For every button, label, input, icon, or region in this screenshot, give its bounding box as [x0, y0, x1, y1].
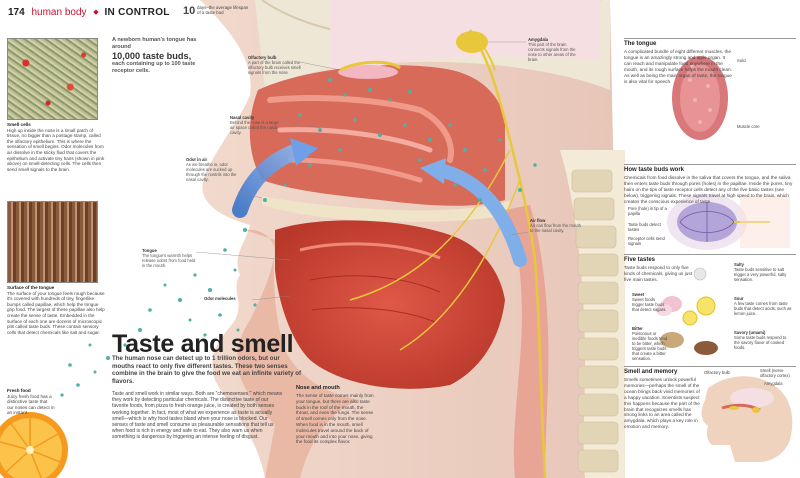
intro-callout: A newborn human's tongue has around 10,0… — [112, 37, 212, 75]
label-odor-in-air: Odor in air As we breathe in, odor molec… — [186, 157, 238, 182]
taste-savory: Savory (umami) Some taste buds respond t… — [734, 330, 792, 350]
divider — [624, 164, 796, 165]
label-amygdala-text: This part of the brain connects signals … — [528, 42, 576, 62]
label-pore: Pore (hole) in tip of a papilla — [628, 206, 667, 216]
fresh-food-title: Fresh food — [7, 388, 31, 393]
taste-savory-name: Savory (umami) — [734, 330, 766, 335]
smell-cells-text: High up inside the nose is a small patch… — [7, 127, 105, 172]
label-odor-molecules: Odor molecules — [204, 296, 254, 301]
tongue-panel-text: A complicated bundle of eight different … — [624, 49, 732, 84]
taste-sweet: Sweet Sweet foods trigger taste buds tha… — [632, 292, 668, 312]
label-tongue-text: The tongue's warmth helps release odors … — [142, 253, 196, 268]
tongue-surface-title: Surface of the tongue — [7, 285, 55, 290]
chapter-label: IN CONTROL — [104, 7, 170, 18]
label-olfactory-bulb: Olfactory bulb A part of the brain calle… — [248, 55, 302, 75]
tongue-surface-text: The surface of your tongue feels rough b… — [7, 290, 105, 335]
smell-cells-caption: Smell cells High up inside the nose is a… — [7, 122, 107, 172]
five-tastes-text: Taste buds respond to only five kinds of… — [624, 265, 692, 282]
nose-mouth-title: Nose and mouth — [296, 385, 340, 391]
label-nasal-cavity: Nasal cavity Behind the nose is a large … — [230, 115, 282, 135]
taste-bitter-text: Poisonous or inedible foods tend to be b… — [632, 331, 668, 361]
label-olfactory-bulb-small: Olfactory bulb — [704, 370, 730, 375]
taste-salty-name: Salty — [734, 262, 745, 267]
bullet-icon: ◆ — [93, 9, 99, 16]
divider — [624, 38, 796, 39]
smell-memory-title: Smell and memory — [624, 369, 678, 375]
five-tastes-panel: Five tastes Taste buds respond to only f… — [624, 257, 694, 283]
taste-buds-panel: How taste buds work Chemicals from food … — [624, 167, 796, 205]
intro-highlight: 10,000 taste buds, — [112, 50, 192, 61]
taste-buds-title: How taste buds work — [624, 167, 685, 173]
label-odor-in-air-title: Odor in air — [186, 157, 208, 162]
taste-buds-text: Chemicals from food dissolve in the sali… — [624, 175, 793, 204]
label-amygdala: Amygdala This part of the brain connects… — [528, 37, 584, 62]
intro-tail: each containing up to 100 taste receptor… — [112, 61, 196, 75]
tongue-panel: The tongue A complicated bundle of eight… — [624, 41, 732, 84]
label-amygdala-small: Amygdala — [764, 381, 783, 386]
label-air-flow: Air flow Air can flow from the mouth to … — [530, 218, 584, 233]
smell-cells-title: Smell cells — [7, 122, 31, 127]
deck-text: The human nose can detect up to 1 trilli… — [112, 355, 302, 385]
taste-savory-text: Some taste buds respond to the savory fl… — [734, 335, 787, 350]
label-sulci: Sulci — [737, 58, 747, 63]
label-odor-in-air-text: As we breathe in, odor molecules are suc… — [186, 162, 237, 182]
tongue-panel-title: The tongue — [624, 41, 657, 47]
taste-salty: Salty Taste buds sensitive to salt trigg… — [734, 262, 792, 282]
tongue-surface-photo — [7, 201, 98, 283]
label-receptor-cells: Receptor cells send signals — [628, 236, 665, 246]
label-tongue: Tongue The tongue's warmth helps release… — [142, 248, 196, 268]
taste-bitter: Bitter Poisonous or inedible foods tend … — [632, 326, 668, 361]
page-header: 174 human body ◆ IN CONTROL — [8, 7, 170, 18]
divider — [624, 254, 796, 255]
label-smell-cortex: Smell (nerve olfactory cortex) — [760, 368, 790, 378]
smell-memory-text: Smells sometimes unlock powerful memorie… — [624, 377, 700, 430]
fact-number: 10 — [183, 5, 196, 17]
taste-sour-text: A few taste comes from taste buds that d… — [734, 301, 792, 316]
page-title: Taste and smell — [112, 330, 294, 358]
smell-memory-panel: Smell and memory Smells sometimes unlock… — [624, 369, 700, 430]
label-nasal-cavity-title: Nasal cavity — [230, 115, 255, 120]
fresh-food-text: Juicy fresh food has a distinctive taste… — [7, 393, 55, 416]
label-muscle-core: Muscle core — [737, 124, 760, 129]
label-nasal-cavity-text: Behind the nose is a large air space cal… — [230, 120, 279, 135]
label-air-flow-title: Air flow — [530, 218, 546, 223]
label-taste-buds: Taste buds detect tastes — [628, 222, 661, 232]
label-amygdala-title: Amygdala — [528, 37, 549, 42]
label-odor-molecules-title: Odor molecules — [204, 296, 236, 301]
fact-text: days–the average lifespan of a taste bud — [197, 5, 249, 16]
section-label: human body — [31, 7, 87, 18]
label-tongue-title: Tongue — [142, 248, 157, 253]
divider — [624, 366, 796, 367]
taste-sweet-text: Sweet foods trigger taste buds that dete… — [632, 297, 667, 312]
taste-sour-name: Sour — [734, 296, 744, 301]
body-text: Taste and smell work in similar ways. Bo… — [112, 391, 283, 441]
fresh-food-caption: Fresh food Juicy fresh food has a distin… — [7, 388, 55, 416]
label-olfactory-bulb-text: A part of the brain called the olfactory… — [248, 60, 301, 75]
page-number: 174 — [8, 7, 25, 18]
tongue-surface-caption: Surface of the tongue The surface of you… — [7, 285, 107, 335]
intro-lead: A newborn human's tongue has around — [112, 37, 197, 50]
taste-sweet-name: Sweet — [632, 292, 645, 297]
label-air-flow-text: Air can flow from the mouth to the nasal… — [530, 223, 581, 233]
taste-bitter-name: Bitter — [632, 326, 643, 331]
taste-sour: Sour A few taste comes from taste buds t… — [734, 296, 792, 316]
five-tastes-title: Five tastes — [624, 257, 656, 263]
taste-salty-text: Taste buds sensitive to salt trigger a v… — [734, 267, 787, 282]
smell-cells-photo — [7, 38, 98, 120]
label-olfactory-bulb-title: Olfactory bulb — [248, 55, 277, 60]
nose-mouth-text: The sense of taste comes mainly from you… — [296, 393, 374, 445]
